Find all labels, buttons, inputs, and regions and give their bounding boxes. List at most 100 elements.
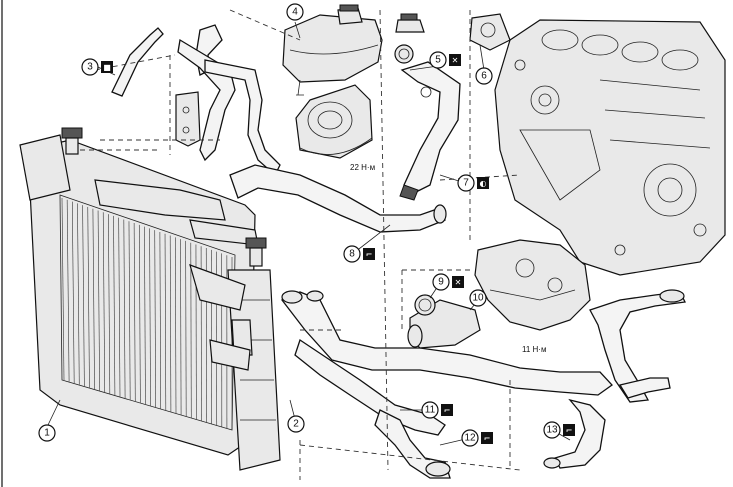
radiator-fin	[113, 215, 116, 396]
callout-circle	[38, 424, 56, 442]
radiator-fin	[164, 233, 167, 411]
callout-11: 11 ⌐	[421, 401, 453, 419]
clamp-icon	[481, 432, 493, 444]
radiator-fin	[185, 240, 187, 417]
clamp-glyph: ⌐	[444, 406, 451, 415]
callout-10: 10	[469, 289, 487, 307]
radiator	[19, 134, 259, 456]
radiator-fin	[169, 235, 172, 412]
sealant-icon	[477, 177, 489, 189]
radiator-fin	[149, 228, 151, 406]
oil-cooler	[295, 84, 373, 159]
clamp-glyph: ⌐	[566, 426, 573, 435]
radiator-fin	[92, 208, 95, 390]
radiator-cap-right	[245, 237, 267, 267]
callout-number: 13	[546, 425, 558, 436]
callout-6: 6	[475, 67, 493, 85]
callout-13: 13 ⌐	[543, 421, 575, 439]
coolant-outlet-pipe	[399, 61, 461, 201]
radiator-fin	[61, 197, 65, 381]
callout-circle	[429, 51, 447, 69]
callout-circle	[343, 245, 361, 263]
callout-number: 11	[425, 405, 436, 416]
callout-number: 4	[292, 7, 298, 18]
callout-3: 3■	[81, 58, 113, 76]
engine-block	[494, 19, 726, 276]
water-pump	[474, 239, 591, 331]
callout-number: 7	[463, 178, 469, 189]
callout-circle	[421, 401, 439, 419]
radiator-fin	[138, 224, 141, 403]
callout-circle	[461, 429, 479, 447]
callout-5: 5✕	[429, 51, 461, 69]
radiator-fin	[97, 210, 100, 391]
leader-lines	[80, 9, 521, 480]
replace-x-glyph: ✕	[455, 278, 462, 287]
clamp-icon	[363, 248, 375, 260]
callout-number: 1	[44, 428, 50, 439]
callout-4: 4	[286, 3, 304, 21]
replace-x-icon	[449, 54, 461, 66]
callout-number: 2	[293, 419, 299, 430]
torque-label-22: 22 Н·м	[350, 163, 375, 172]
radiator-fin	[102, 212, 106, 393]
pump-inlet-pipe	[407, 294, 481, 349]
callout-number: 10	[472, 293, 484, 304]
radiator-fin	[87, 206, 90, 388]
coolant-hose-11	[294, 338, 446, 436]
callout-2: 2	[287, 415, 305, 433]
radiator-cap-left	[61, 127, 83, 155]
callout-number: 12	[464, 433, 476, 444]
replace-x-icon	[452, 276, 464, 288]
coolant-hose-13	[543, 289, 686, 469]
callout-number: 3	[87, 62, 93, 73]
callout-circle	[287, 415, 305, 433]
callout-circle	[457, 174, 475, 192]
radiator-fin	[159, 231, 162, 409]
callout-circle	[81, 58, 99, 76]
callout-circle	[432, 273, 450, 291]
torque-label-11: 11 Н·м	[522, 345, 546, 354]
clamp-icon	[563, 424, 575, 436]
callout-number: 6	[481, 71, 487, 82]
lower-radiator-hose	[280, 290, 613, 396]
radiator-fin	[133, 223, 136, 402]
hose-bracket	[175, 91, 201, 147]
heater-hoses-top	[111, 24, 281, 177]
callout-12: 12 ⌐	[461, 429, 493, 447]
callout-circle	[286, 3, 304, 21]
callout-8: 8⌐	[343, 245, 375, 263]
radiator-fin	[123, 219, 126, 399]
callout-9: 9✕	[432, 273, 464, 291]
filler-cap	[395, 13, 425, 33]
callout-circle	[543, 421, 561, 439]
sealant-glyph: ◐	[480, 179, 487, 188]
callout-number: 8	[349, 249, 355, 260]
radiator-fin	[144, 226, 146, 405]
clamp-icon	[441, 404, 453, 416]
radiator-fin	[154, 230, 156, 408]
gasket-square-icon	[101, 61, 113, 73]
radiator-fin	[118, 217, 121, 397]
radiator-fin	[66, 199, 70, 382]
radiator-fin	[77, 203, 80, 385]
fan-shroud	[94, 179, 251, 371]
radiator-fin	[72, 201, 75, 384]
clamp-glyph: ⌐	[484, 434, 491, 443]
seal-ring	[394, 44, 414, 64]
expansion-tank	[282, 4, 383, 96]
radiator-fin	[175, 237, 177, 414]
callout-number: 9	[438, 277, 444, 288]
radiator-fin	[128, 221, 131, 400]
callout-circle	[469, 289, 487, 307]
callout-7: 7◐	[457, 174, 489, 192]
coolant-hose-12	[374, 409, 451, 479]
thermostat-housing	[469, 13, 511, 51]
radiator-fin	[108, 214, 111, 394]
callout-number: 5	[435, 55, 441, 66]
radiator-fin	[180, 239, 182, 415]
replace-x-glyph: ✕	[452, 56, 459, 65]
callout-circle	[475, 67, 493, 85]
